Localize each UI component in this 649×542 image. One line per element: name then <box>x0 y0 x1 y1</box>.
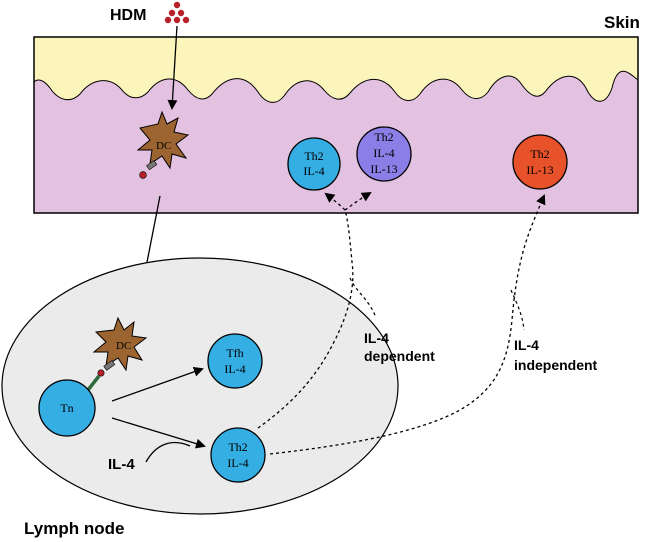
th2-node-line2: IL-4 <box>227 456 248 470</box>
tfh-line1: Tfh <box>226 346 243 360</box>
il4-dependent-label-line1: IL-4 <box>364 330 389 346</box>
dc-node-label: DC <box>116 340 131 352</box>
lymph-node-label: Lymph node <box>24 519 124 538</box>
il4-dependent-label-line2: dependent <box>364 348 435 364</box>
il4-independent-path <box>269 194 546 455</box>
il4-independent-label-line1: IL-4 <box>514 337 539 353</box>
th2-il4-skin-cell: Th2 IL-4 <box>287 137 341 191</box>
th2-il4-il13-line2: IL-4 <box>373 146 394 160</box>
il4-dependent-to-th2-il4-il13-arrow <box>344 191 372 211</box>
dendritic-cell-node: DC <box>92 316 148 372</box>
il4-independent-label-line <box>510 289 525 331</box>
il4-input-arrow <box>145 441 191 463</box>
il4-dependent-path <box>257 209 354 429</box>
skin-tissue <box>33 36 639 214</box>
th2-il4-skin-line2: IL-4 <box>303 164 324 178</box>
mhc-receptor-node-icon <box>103 360 116 371</box>
tcr-synapse-icon <box>86 369 105 392</box>
antigen-icon <box>139 171 147 179</box>
dc-skin-label: DC <box>156 140 171 152</box>
tn-label: Tn <box>60 401 73 415</box>
mhc-receptor-icon <box>146 160 158 171</box>
dendritic-cell-icon <box>136 110 190 170</box>
th2-node-line1: Th2 <box>228 440 247 454</box>
il4-dependent-label-line <box>349 277 377 319</box>
tn-to-th2-arrow <box>111 417 206 449</box>
skin-outline <box>33 36 639 214</box>
allergen-particles-icon <box>164 1 190 24</box>
th2-il13-line1: Th2 <box>530 147 549 161</box>
skin-label: Skin <box>604 13 640 32</box>
il4-dependent-to-th2-il4-arrow <box>324 192 346 211</box>
dendritic-cell-skin: DC <box>136 110 190 179</box>
hdm-to-dc-arrow <box>167 25 178 110</box>
epidermis-layer <box>33 36 639 103</box>
il4-input-label: IL-4 <box>108 456 135 473</box>
naive-t-cell: Tn <box>38 379 96 437</box>
th2-il13-line2: IL-13 <box>526 163 553 177</box>
tn-to-tfh-arrow <box>111 366 204 402</box>
th2-il4-il13-line3: IL-13 <box>370 162 397 176</box>
th2-il4-skin-line1: Th2 <box>304 149 323 163</box>
dendritic-cell-node-icon <box>92 316 148 372</box>
th2-il13-skin-cell: Th2 IL-13 <box>512 134 568 190</box>
tfh-cell: Tfh IL-4 <box>207 333 263 389</box>
th2-il4-il13-skin-cell: Th2 IL-4 IL-13 <box>356 126 412 182</box>
tfh-line2: IL-4 <box>224 362 245 376</box>
lymph-node <box>1 257 399 515</box>
hdm-label: HDM <box>110 7 146 24</box>
il4-independent-label-line2: independent <box>514 357 598 373</box>
th2-node-cell: Th2 IL-4 <box>210 427 266 483</box>
th2-il4-il13-line1: Th2 <box>374 130 393 144</box>
